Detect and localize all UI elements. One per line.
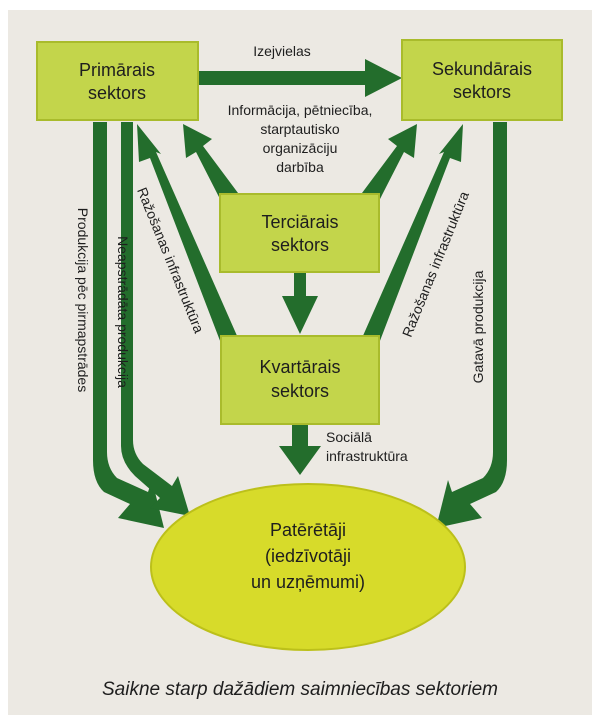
arrow-primary-to-consumers-inner xyxy=(121,122,190,516)
quaternary-sector-box xyxy=(220,335,380,425)
consumers-label-3: un uzņēmumi) xyxy=(251,572,365,592)
consumers-label-1: Patērētāji xyxy=(270,520,346,540)
tertiary-sector-box xyxy=(219,193,380,273)
arrow-quaternary-to-primary xyxy=(137,124,238,346)
primary-sector-box xyxy=(36,41,199,121)
secondary-sector-label-2: sektors xyxy=(453,82,511,102)
arrow-quaternary-to-consumers xyxy=(279,424,321,475)
primary-sector-label-1: Primārais xyxy=(79,60,155,80)
arrow-secondary-to-consumers xyxy=(436,122,507,528)
arrow-tertiary-to-quaternary xyxy=(282,272,318,334)
secondary-sector-box xyxy=(401,39,563,121)
consumers-label-2: (iedzīvotāji xyxy=(265,546,351,566)
consumers-ellipse xyxy=(150,483,466,651)
edge-label-unprocessed-products: Neapstrādāta produkcija xyxy=(115,236,131,388)
edge-label-information-2: starptautisko xyxy=(260,121,340,137)
quaternary-sector-label-2: sektors xyxy=(271,381,329,401)
tertiary-sector-label-1: Terciārais xyxy=(261,212,338,232)
edge-label-social-infra-2: infrastruktūra xyxy=(326,448,408,464)
edge-label-finished-products: Gatavā produkcija xyxy=(470,270,486,383)
edge-label-information-1: Informācija, pētniecība, xyxy=(228,102,373,118)
secondary-sector-label-1: Sekundārais xyxy=(432,59,532,79)
arrow-tertiary-to-primary xyxy=(183,124,238,199)
diagram-caption: Saikne starp dažādiem saimniecības sekto… xyxy=(102,679,498,700)
arrows xyxy=(93,59,507,528)
edge-label-social-infra-1: Sociālā xyxy=(326,429,372,445)
edge-label-raw-materials: Izejvielas xyxy=(253,43,311,59)
arrow-primary-to-consumers-outer xyxy=(93,122,164,528)
edge-label-primary-processed-products: Produkcija pēc pirmapstrādes xyxy=(75,208,91,392)
arrow-primary-to-secondary xyxy=(198,59,402,97)
arrow-quaternary-to-secondary xyxy=(362,124,463,346)
primary-sector-label-2: sektors xyxy=(88,83,146,103)
edge-label-information-4: darbība xyxy=(276,159,324,175)
arrow-tertiary-to-secondary xyxy=(362,124,417,199)
tertiary-sector-label-2: sektors xyxy=(271,235,329,255)
quaternary-sector-label-1: Kvartārais xyxy=(259,357,340,377)
edge-label-information-3: organizāciju xyxy=(263,140,338,156)
